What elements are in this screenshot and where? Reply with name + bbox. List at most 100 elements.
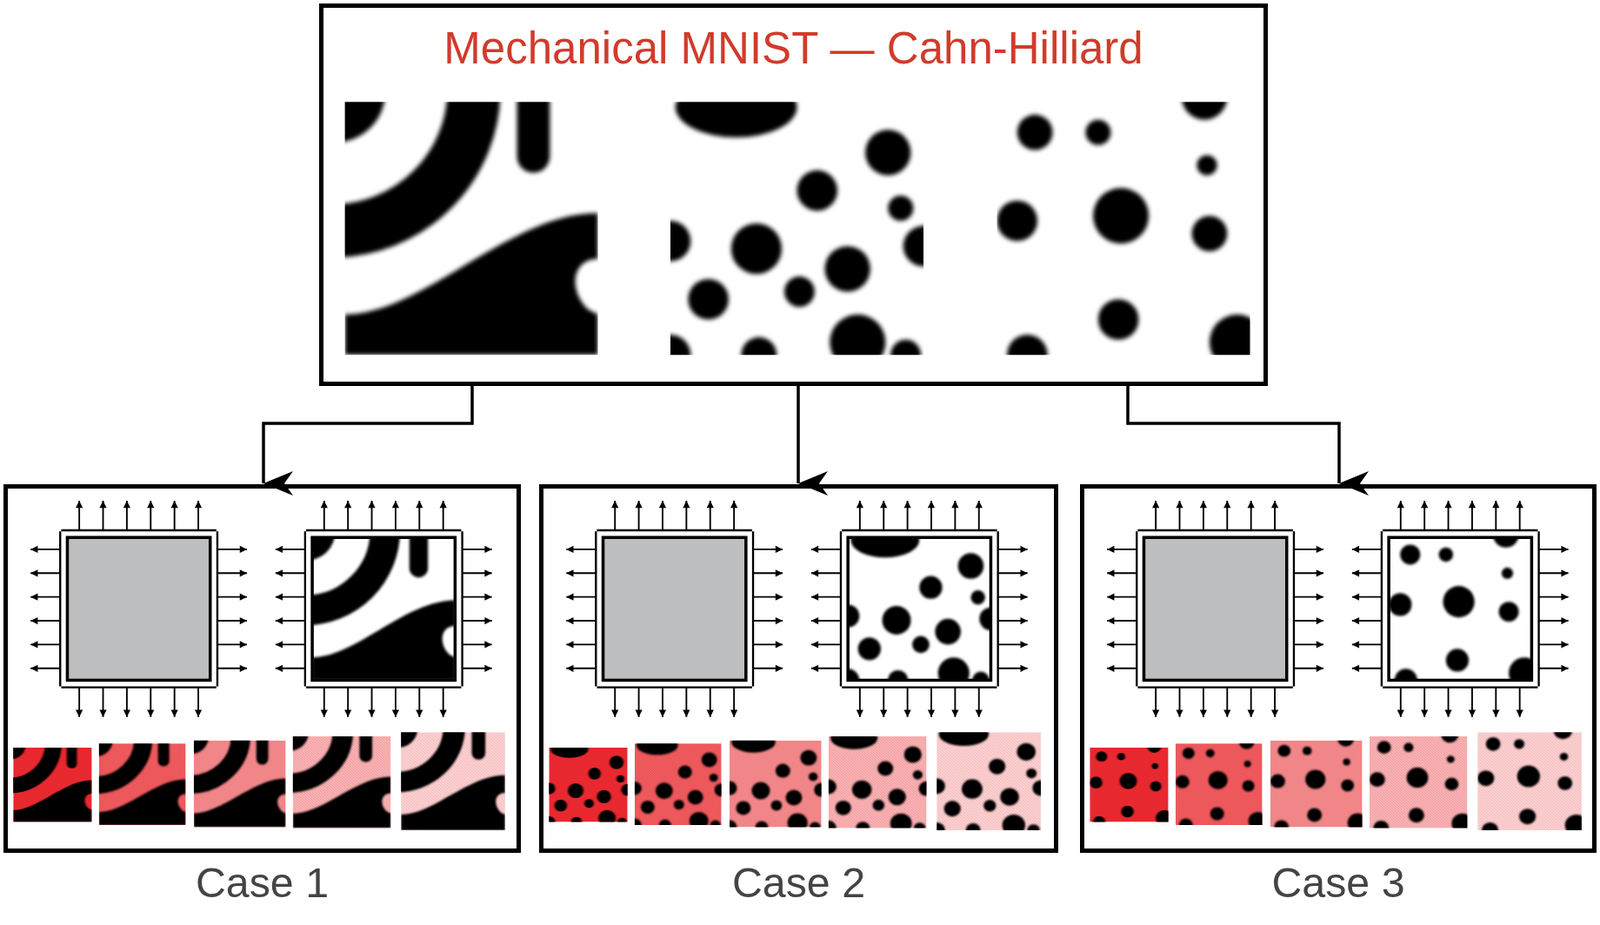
load-bar xyxy=(596,686,752,688)
arrow-head xyxy=(903,709,911,717)
phase-particle xyxy=(1017,114,1054,151)
arrow-head xyxy=(415,500,423,508)
microstructure xyxy=(138,687,287,828)
phase-particle xyxy=(689,812,709,831)
arrow-head xyxy=(1316,640,1324,648)
phase-particle xyxy=(912,636,930,654)
phase-particle xyxy=(650,334,692,376)
phase-particle xyxy=(678,766,693,780)
phase-particle xyxy=(1337,731,1354,747)
arrow-head xyxy=(634,709,642,717)
pattern-image xyxy=(650,76,945,375)
arrow-head xyxy=(1175,500,1183,508)
pattern-image xyxy=(1388,521,1540,692)
phase-particle xyxy=(1400,544,1420,565)
phase-particle xyxy=(1443,586,1475,618)
arrow-head xyxy=(775,569,783,577)
phase-particle xyxy=(542,816,555,829)
arrow-head xyxy=(634,500,642,508)
microstructure xyxy=(928,722,1050,839)
arrow-head xyxy=(30,569,38,577)
arrow-head xyxy=(566,593,574,601)
arrow-head xyxy=(275,617,283,625)
phase-band xyxy=(0,702,54,787)
phase-particle xyxy=(808,773,819,782)
phase-particle xyxy=(809,821,821,833)
case-box: Case 1 xyxy=(3,484,521,923)
arrow-head xyxy=(951,709,959,717)
phase-particle xyxy=(722,781,738,796)
phase-particle xyxy=(1565,814,1588,837)
arrow-head xyxy=(951,500,959,508)
pattern-image xyxy=(1270,731,1368,835)
arrow-head xyxy=(1316,617,1324,625)
undeformed-domain xyxy=(1143,537,1287,680)
phase-particle xyxy=(542,782,555,795)
phase-particle xyxy=(1302,746,1313,756)
arrow-head xyxy=(1200,709,1207,717)
phase-particle xyxy=(1501,567,1514,580)
box-border xyxy=(3,484,521,854)
arrow-head xyxy=(1106,640,1114,648)
strain-texture xyxy=(828,736,927,829)
load-bar xyxy=(1293,531,1295,687)
arrow-head xyxy=(275,569,283,577)
arrow-head xyxy=(320,709,328,717)
phase-particle xyxy=(1093,187,1149,244)
phase-band xyxy=(46,693,144,786)
load-bar xyxy=(304,531,307,687)
arrow-head xyxy=(1223,709,1231,717)
pattern-image xyxy=(1175,734,1268,833)
phase-particle xyxy=(1182,747,1195,760)
load-bar xyxy=(596,529,752,532)
phase-particle xyxy=(919,576,942,600)
phase-particle xyxy=(1002,814,1026,837)
phase-band xyxy=(190,0,474,232)
phase-particle xyxy=(609,755,624,769)
arrow-head xyxy=(194,500,202,508)
load-bar xyxy=(841,529,997,532)
arrow-head xyxy=(927,709,935,717)
arrow-head xyxy=(30,546,38,554)
phase-particle xyxy=(616,775,625,784)
phase-particle xyxy=(882,606,912,635)
pattern-ground xyxy=(729,740,822,828)
phase-particle xyxy=(1239,734,1255,750)
case-box: Case 3 xyxy=(1080,484,1597,923)
phase-particle xyxy=(627,781,642,795)
phase-particle xyxy=(701,753,718,768)
load-bar xyxy=(752,531,754,687)
phase-particle xyxy=(1273,820,1289,834)
arrow-head xyxy=(903,500,911,508)
phase-particle xyxy=(1557,776,1573,791)
pattern-image xyxy=(1369,726,1474,836)
load-bar xyxy=(1137,529,1293,532)
arrow-head xyxy=(1175,709,1183,717)
arrow-head xyxy=(484,617,492,625)
load-bar xyxy=(996,531,999,687)
domain-border xyxy=(1388,537,1532,680)
phase-particle xyxy=(1406,767,1429,788)
phase-region xyxy=(158,733,170,767)
arrow-head xyxy=(927,500,935,508)
arrow-head xyxy=(730,500,738,508)
phase-particle xyxy=(617,817,627,827)
phase-particle xyxy=(1305,770,1326,790)
phase-particle xyxy=(655,782,674,800)
pattern-ground xyxy=(548,747,627,823)
phase-particle xyxy=(1206,749,1215,758)
arrow-head xyxy=(706,709,714,717)
pattern-image xyxy=(836,523,1003,693)
pattern-image xyxy=(627,735,729,833)
phase-particle xyxy=(829,314,886,371)
arrow-head xyxy=(856,709,864,717)
pattern-image xyxy=(996,73,1265,375)
microstructure xyxy=(820,726,935,836)
pattern-ground xyxy=(634,743,722,826)
arrow-head xyxy=(1468,500,1476,508)
phase-particle xyxy=(1192,215,1228,252)
phase-region xyxy=(193,779,287,828)
pattern-image xyxy=(820,726,935,836)
domain-border xyxy=(312,537,455,680)
